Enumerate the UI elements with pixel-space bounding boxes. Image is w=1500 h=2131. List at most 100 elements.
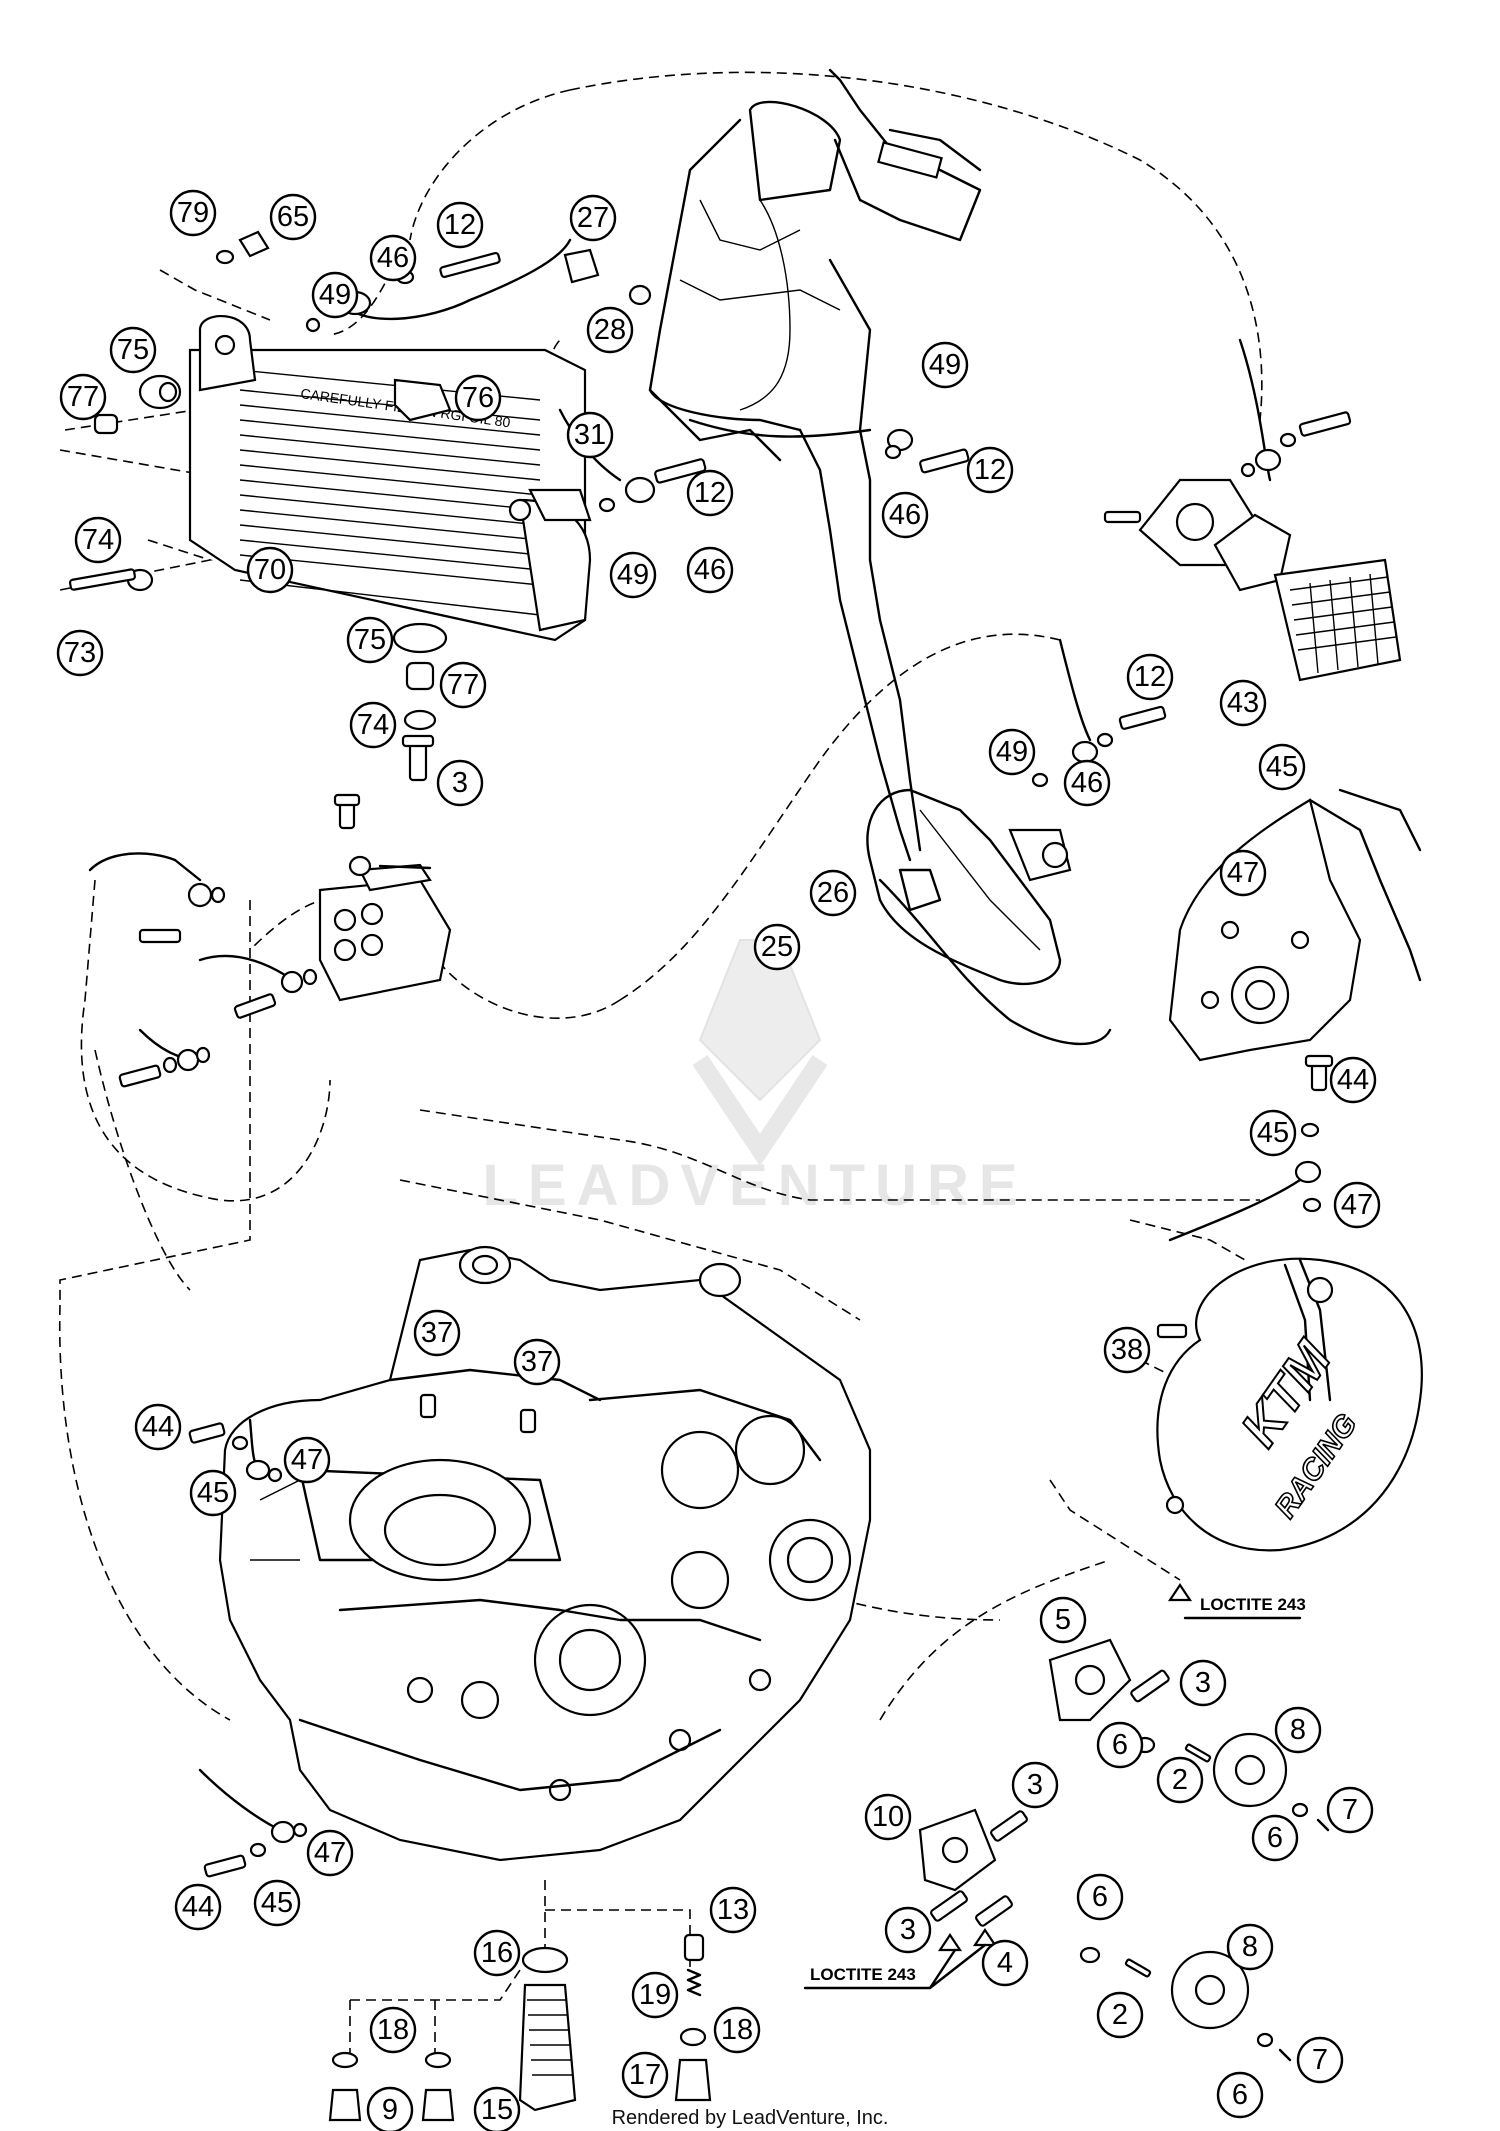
callout-37b: 37: [513, 1338, 561, 1386]
svg-text:47: 47: [1341, 1189, 1373, 1221]
frame-fittings: [558, 248, 970, 513]
callout-25: 25: [753, 923, 801, 971]
callout-7b: 7: [1296, 2036, 1344, 2084]
callout-19: 19: [631, 1971, 679, 2019]
svg-text:45: 45: [197, 1477, 229, 1509]
callout-12: 12: [436, 201, 484, 249]
callout-44: 44: [1329, 1056, 1377, 1104]
ignition-cover: KTM RACING: [1156, 1257, 1423, 1552]
callout-3: 3: [436, 759, 484, 807]
callout-46b: 46: [881, 491, 929, 539]
drain-parts: [328, 1933, 712, 2122]
callout-2b: 2: [1096, 1991, 1144, 2039]
svg-text:75: 75: [117, 334, 149, 366]
svg-text:18: 18: [721, 2014, 753, 2046]
callout-77: 77: [59, 373, 107, 421]
svg-text:9: 9: [382, 2094, 398, 2126]
svg-text:46: 46: [377, 242, 409, 274]
callout-8: 8: [1274, 1706, 1322, 1754]
callout-46: 46: [369, 234, 417, 282]
callout-3b: 3: [1179, 1659, 1227, 1707]
svg-text:46: 46: [889, 499, 921, 531]
svg-text:43: 43: [1227, 687, 1259, 719]
svg-text:17: 17: [629, 2059, 661, 2091]
callout-2: 2: [1156, 1756, 1204, 1804]
svg-text:44: 44: [142, 1411, 174, 1443]
callout-31: 31: [566, 411, 614, 459]
svg-text:37: 37: [521, 1346, 553, 1378]
svg-text:25: 25: [761, 931, 793, 963]
callout-77b: 77: [439, 661, 487, 709]
callout-4: 4: [981, 1939, 1029, 1987]
callout-6d: 6: [1216, 2071, 1264, 2119]
svg-text:3: 3: [452, 767, 468, 799]
svg-text:8: 8: [1290, 1714, 1306, 1746]
svg-text:37: 37: [421, 1317, 453, 1349]
callout-47b: 47: [1333, 1181, 1381, 1229]
svg-text:12: 12: [694, 477, 726, 509]
svg-text:49: 49: [996, 736, 1028, 768]
svg-text:18: 18: [377, 2014, 409, 2046]
callout-73: 73: [56, 629, 104, 677]
svg-text:12: 12: [1134, 661, 1166, 693]
svg-text:74: 74: [82, 524, 114, 556]
callout-18: 18: [369, 2006, 417, 2054]
callout-65: 65: [269, 193, 317, 241]
watermark: LEADVENTURE: [482, 939, 1027, 1218]
svg-text:15: 15: [481, 2094, 513, 2126]
callout-46d: 46: [1063, 759, 1111, 807]
callout-43: 43: [1219, 679, 1267, 727]
svg-text:5: 5: [1055, 1604, 1071, 1636]
svg-text:45: 45: [261, 1887, 293, 1919]
callout-5: 5: [1039, 1596, 1087, 1644]
callout-75b: 75: [346, 616, 394, 664]
footer-credit: Rendered by LeadVenture, Inc.: [612, 2107, 889, 2129]
svg-text:3: 3: [900, 1914, 916, 1946]
svg-text:46: 46: [1071, 767, 1103, 799]
loctite-note-1: LOCTITE 243: [1200, 1595, 1306, 1614]
callout-3d: 3: [884, 1906, 932, 1954]
callout-44b: 44: [134, 1403, 182, 1451]
svg-text:45: 45: [1257, 1117, 1289, 1149]
svg-text:12: 12: [444, 209, 476, 241]
svg-text:77: 77: [447, 669, 479, 701]
loctite-note-2: LOCTITE 243: [810, 1965, 916, 1984]
svg-text:49: 49: [319, 279, 351, 311]
svg-text:27: 27: [577, 202, 609, 234]
callout-37: 37: [413, 1309, 461, 1357]
svg-text:8: 8: [1242, 1931, 1258, 1963]
svg-text:7: 7: [1342, 1794, 1358, 1826]
callout-12b: 12: [686, 469, 734, 517]
crankcase: [188, 1245, 872, 1878]
callout-46c: 46: [686, 546, 734, 594]
svg-text:12: 12: [974, 454, 1006, 486]
svg-text:45: 45: [1266, 751, 1298, 783]
svg-text:47: 47: [1227, 857, 1259, 889]
svg-text:4: 4: [997, 1947, 1013, 1979]
callout-49: 49: [311, 271, 359, 319]
svg-text:3: 3: [1195, 1667, 1211, 1699]
svg-text:65: 65: [277, 201, 309, 233]
svg-text:79: 79: [177, 197, 209, 229]
callout-47: 47: [1219, 849, 1267, 897]
callout-7: 7: [1326, 1786, 1374, 1834]
callout-26: 26: [809, 869, 857, 917]
svg-text:46: 46: [694, 554, 726, 586]
svg-text:3: 3: [1027, 1769, 1043, 1801]
callout-10: 10: [864, 1793, 912, 1841]
oil-filter-assembly: [1031, 338, 1402, 788]
svg-text:38: 38: [1111, 1334, 1143, 1366]
svg-text:73: 73: [64, 637, 96, 669]
callout-6: 6: [1096, 1721, 1144, 1769]
frame: [648, 68, 1112, 1046]
svg-text:7: 7: [1312, 2044, 1328, 2076]
callout-75: 75: [109, 326, 157, 374]
callout-18b: 18: [713, 2006, 761, 2054]
svg-text:6: 6: [1112, 1729, 1128, 1761]
callout-47c: 47: [283, 1436, 331, 1484]
svg-text:76: 76: [462, 382, 494, 414]
callout-9: 9: [366, 2086, 414, 2131]
watermark-text: LEADVENTURE: [482, 1153, 1027, 1218]
svg-text:75: 75: [354, 624, 386, 656]
svg-text:2: 2: [1172, 1764, 1188, 1796]
